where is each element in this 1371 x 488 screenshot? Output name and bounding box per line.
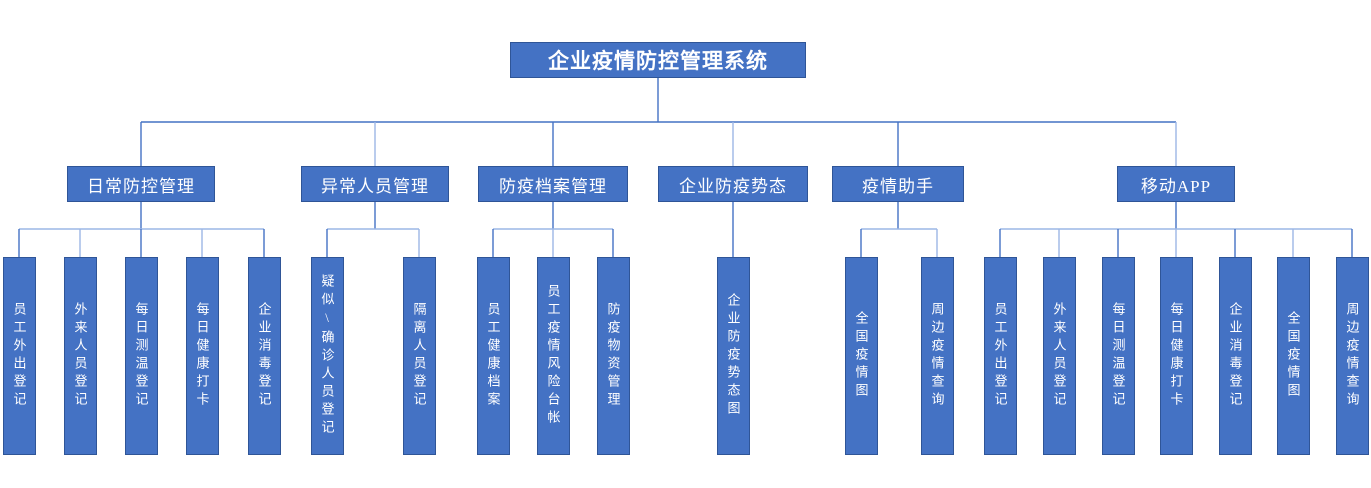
branch-node-1-label: 异常人员管理 xyxy=(321,176,429,196)
branch-node-2: 防疫档案管理 xyxy=(478,166,628,202)
leaf-node-5-5-label: 全国疫情图 xyxy=(1285,311,1301,401)
branch-node-4-label: 疫情助手 xyxy=(862,176,934,196)
leaf-node-5-1: 外来人员登记 xyxy=(1042,257,1076,455)
leaf-node-5-4-label: 企业消毒登记 xyxy=(1227,302,1243,410)
leaf-node-5-6-label: 周边疫情查询 xyxy=(1344,302,1360,410)
leaf-node-5-3: 每日健康打卡 xyxy=(1159,257,1193,455)
leaf-node-3-0: 企业防疫势态图 xyxy=(716,257,750,455)
leaf-node-0-2: 每日测温登记 xyxy=(124,257,158,455)
leaf-node-2-1: 员工疫情风险台帐 xyxy=(536,257,570,455)
leaf-node-5-0-label: 员工外出登记 xyxy=(992,302,1008,410)
leaf-node-5-0: 员工外出登记 xyxy=(983,257,1017,455)
leaf-node-4-0: 全国疫情图 xyxy=(844,257,878,455)
leaf-node-2-0-label: 员工健康档案 xyxy=(485,302,501,410)
leaf-node-0-2-label: 每日测温登记 xyxy=(133,302,149,410)
branch-node-1: 异常人员管理 xyxy=(301,166,449,202)
leaf-node-1-0-label: 疑似\确诊人员登记 xyxy=(319,274,335,438)
leaf-node-0-0: 员工外出登记 xyxy=(2,257,36,455)
leaf-node-5-4: 企业消毒登记 xyxy=(1218,257,1252,455)
leaf-node-2-0: 员工健康档案 xyxy=(476,257,510,455)
branch-node-3: 企业防疫势态 xyxy=(658,166,808,202)
branch-node-0-label: 日常防控管理 xyxy=(87,176,195,196)
branch-node-0: 日常防控管理 xyxy=(67,166,215,202)
branch-node-3-label: 企业防疫势态 xyxy=(679,176,787,196)
leaf-node-0-1: 外来人员登记 xyxy=(63,257,97,455)
leaf-node-0-0-label: 员工外出登记 xyxy=(11,302,27,410)
leaf-node-5-1-label: 外来人员登记 xyxy=(1051,302,1067,410)
branch-node-5-label: 移动APP xyxy=(1140,176,1212,196)
branch-node-4: 疫情助手 xyxy=(832,166,964,202)
leaf-node-5-6: 周边疫情查询 xyxy=(1335,257,1369,455)
leaf-node-0-3-label: 每日健康打卡 xyxy=(194,302,210,410)
leaf-node-0-3: 每日健康打卡 xyxy=(185,257,219,455)
leaf-node-2-2-label: 防疫物资管理 xyxy=(605,302,621,410)
leaf-node-5-2: 每日测温登记 xyxy=(1101,257,1135,455)
leaf-node-2-2: 防疫物资管理 xyxy=(596,257,630,455)
root-node: 企业疫情防控管理系统 xyxy=(510,42,806,78)
leaf-node-0-4-label: 企业消毒登记 xyxy=(256,302,272,410)
leaf-node-1-0: 疑似\确诊人员登记 xyxy=(310,257,344,455)
leaf-node-1-1: 隔离人员登记 xyxy=(402,257,436,455)
leaf-node-4-1-label: 周边疫情查询 xyxy=(929,302,945,410)
leaf-node-0-4: 企业消毒登记 xyxy=(247,257,281,455)
leaf-node-2-1-label: 员工疫情风险台帐 xyxy=(545,284,561,428)
root-node-label: 企业疫情防控管理系统 xyxy=(548,49,768,73)
leaf-node-1-1-label: 隔离人员登记 xyxy=(411,302,427,410)
leaf-node-5-5: 全国疫情图 xyxy=(1276,257,1310,455)
leaf-node-0-1-label: 外来人员登记 xyxy=(72,302,88,410)
branch-node-5: 移动APP xyxy=(1117,166,1235,202)
leaf-node-3-0-label: 企业防疫势态图 xyxy=(725,293,741,419)
branch-node-2-label: 防疫档案管理 xyxy=(499,176,607,196)
leaf-node-5-3-label: 每日健康打卡 xyxy=(1168,302,1184,410)
leaf-node-5-2-label: 每日测温登记 xyxy=(1110,302,1126,410)
leaf-node-4-0-label: 全国疫情图 xyxy=(853,311,869,401)
leaf-node-4-1: 周边疫情查询 xyxy=(920,257,954,455)
